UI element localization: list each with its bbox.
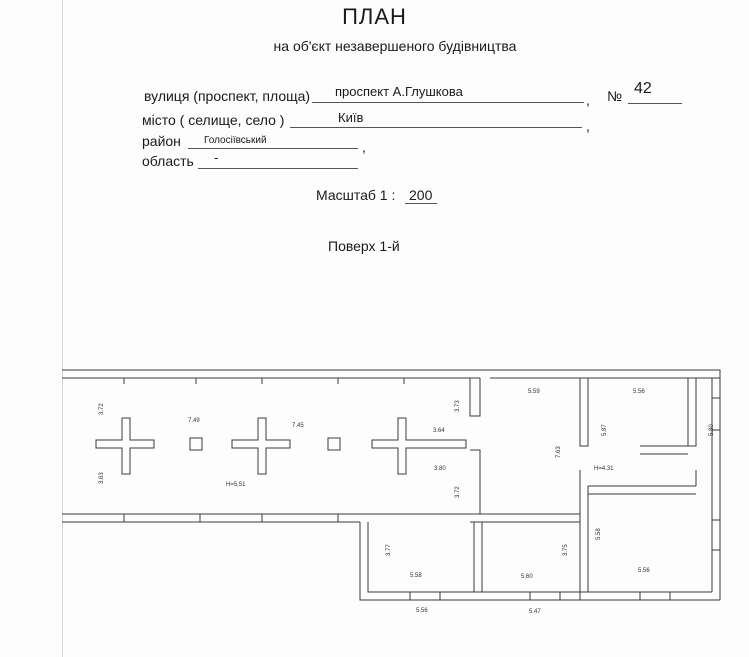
dim-556a: 5.56	[633, 389, 645, 395]
dim-763: 7.63	[556, 446, 562, 458]
district-underline	[188, 148, 358, 149]
scale-value: 200	[409, 187, 433, 203]
dim-558: 5.58	[410, 573, 422, 579]
dim-372: 3.72	[99, 403, 105, 415]
height-551: H=5,51	[226, 482, 246, 488]
dim-556b: 5.56	[638, 568, 650, 574]
number-value: 42	[634, 80, 652, 97]
street-comma: ,	[586, 92, 590, 108]
dim-380: 3.80	[434, 466, 446, 472]
dim-580: 5.80	[709, 424, 715, 436]
district-value: Голосіївський	[204, 135, 267, 146]
number-label: №	[607, 88, 623, 104]
floor-label: Поверх 1-й	[328, 238, 400, 254]
scale-label: Масштаб 1 :	[316, 187, 396, 203]
dim-558v: 5.58	[596, 528, 602, 540]
dim-377: 3.77	[386, 544, 392, 556]
city-underline	[290, 127, 582, 128]
document-title: ПЛАН	[342, 4, 407, 29]
dim-375: 3.75	[563, 544, 569, 556]
dim-364: 3.64	[433, 428, 445, 434]
dim-560: 5.60	[521, 574, 533, 580]
street-label: вулиця (проспект, площа)	[144, 88, 311, 104]
district-comma: ,	[362, 139, 366, 155]
region-underline	[198, 168, 358, 169]
document-subtitle: на об'єкт незавершеного будівництва	[273, 38, 517, 54]
dim-363: 3.63	[99, 472, 105, 484]
number-underline	[628, 103, 682, 104]
height-431: H=4.31	[594, 466, 614, 472]
region-value: -	[214, 150, 219, 165]
city-label: місто ( селище, село )	[142, 112, 285, 128]
dim-587: 5.87	[602, 424, 608, 436]
dim-372b: 3.72	[455, 486, 461, 498]
dim-373: 3.73	[455, 400, 461, 412]
columns	[95, 417, 467, 475]
dim-547: 5.47	[529, 609, 541, 615]
dim-559: 5.59	[528, 389, 540, 395]
region-label: область	[142, 153, 194, 169]
city-value: Київ	[338, 110, 364, 125]
dim-745: 7.45	[292, 423, 304, 429]
page-fold-line	[62, 0, 63, 657]
street-value: проспект А.Глушкова	[335, 84, 463, 99]
dim-556c: 5.56	[416, 608, 428, 614]
street-underline	[312, 102, 584, 103]
scale-underline	[405, 203, 437, 204]
dim-749: 7.49	[188, 418, 200, 424]
district-label: район	[142, 133, 181, 149]
city-comma: ,	[586, 118, 590, 134]
